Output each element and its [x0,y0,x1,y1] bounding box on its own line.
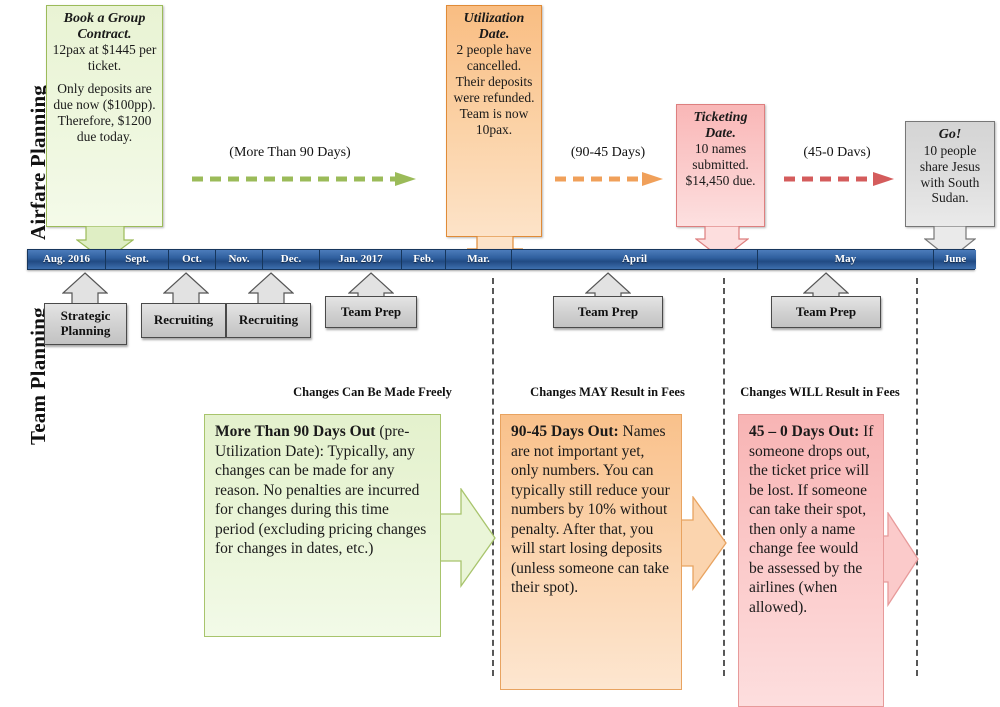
transition-label-90-45: (90-45 Days) [570,145,646,160]
separator-line-2 [723,278,725,676]
policy-box-45-0-days-out[interactable]: 45 – 0 Days Out: If someone drops out, t… [738,414,884,707]
timeline-month-label: Nov. [228,253,250,265]
timeline-month-label: Jan. 2017 [338,253,383,265]
callout-body-1: 12pax at $1445 per ticket. [52,42,157,74]
timeline-month-label: Dec. [280,253,302,265]
timeline-month-may[interactable]: May [758,250,934,269]
timeline-month-sept[interactable]: Sept. [106,250,169,269]
timeline-month-label: April [621,253,648,265]
transition-arrow-90-45-icon [555,172,663,186]
transition-arrow-45-0-icon [784,172,894,186]
timeline-month-april[interactable]: April [512,250,758,269]
timeline-month-label: Mar. [467,253,490,265]
policy-heading: 45 – 0 Days Out: [749,423,860,440]
timeline-month-jan-2017[interactable]: Jan. 2017 [320,250,402,269]
transition-arrow-more-than-90-icon [192,172,416,186]
team-box-label: Team Prep [340,303,402,319]
team-box-team-prep-1[interactable]: Team Prep [325,296,417,328]
callout-go[interactable]: Go! 10 people share Jesus with South Sud… [905,121,995,227]
timeline-month-dec[interactable]: Dec. [263,250,320,269]
policy-box-90-45-days-out[interactable]: 90-45 Days Out: Names are not important … [500,414,682,690]
timeline-month-label: Sept. [125,253,149,265]
team-box-label: Recruiting [153,312,214,328]
callout-ticketing-date[interactable]: Ticketing Date. 10 names submitted. $14,… [676,104,765,227]
policy-body: (pre-Utilization Date): Typically, any c… [215,423,427,558]
callout-body-2: Only deposits are due now ($100pp). Ther… [53,81,156,144]
team-box-recruiting-2[interactable]: Recruiting [226,303,311,338]
callout-title: Utilization Date. [463,11,525,42]
separator-line-3 [916,278,918,676]
callout-title: Ticketing Date. [693,110,748,141]
team-box-label: Strategic Planning [60,308,111,338]
policy-header-2: Changes MAY Result in Fees [530,385,685,399]
transition-label-45-0: (45-0 Davs) [803,145,871,160]
policy-heading: 90-45 Days Out: [511,423,619,440]
callout-body-1: 10 names submitted. $14,450 due. [685,141,756,189]
callout-title: Go! [938,127,962,142]
policy-body: If someone drops out, the ticket price w… [749,423,874,616]
callout-body-1: 10 people share Jesus with South Sudan. [919,142,981,206]
policy-body: Names are not important yet, only number… [511,423,670,597]
team-box-label: Team Prep [577,303,639,319]
timeline-month-mar[interactable]: Mar. [446,250,512,269]
policy-heading: More Than 90 Days Out [215,423,376,440]
timeline-month-nov[interactable]: Nov. [216,250,263,269]
callout-book-group-contract[interactable]: Book a Group Contract. 12pax at $1445 pe… [46,5,163,227]
team-box-team-prep-3[interactable]: Team Prep [771,296,881,328]
timeline-month-label: Oct. [182,253,202,265]
policy-header-3: Changes WILL Result in Fees [740,385,900,399]
callout-utilization-date[interactable]: Utilization Date. 2 people have cancelle… [446,5,542,237]
timeline-month-label: May [834,253,857,265]
team-box-recruiting-1[interactable]: Recruiting [141,303,226,338]
transition-label-more-than-90: (More Than 90 Days) [229,145,351,160]
callout-title: Book a Group Contract. [63,11,146,42]
separator-line-1 [492,278,494,676]
policy-header-1: Changes Can Be Made Freely [293,385,452,399]
timeline-month-oct[interactable]: Oct. [169,250,216,269]
timeline-month-aug-2016[interactable]: Aug. 2016 [28,250,106,269]
policy-box-more-than-90-days-out[interactable]: More Than 90 Days Out (pre-Utilization D… [204,414,441,637]
timeline-bar[interactable]: Aug. 2016 Sept. Oct. Nov. Dec. Jan. 2017 Feb. M… [27,249,976,270]
team-box-strategic-planning[interactable]: Strategic Planning [44,303,127,345]
timeline-month-june[interactable]: June [934,250,976,269]
timeline-month-label: June [943,253,967,265]
timeline-month-label: Aug. 2016 [42,253,91,265]
timeline-month-feb[interactable]: Feb. [402,250,446,269]
team-box-label: Team Prep [795,303,857,319]
team-box-team-prep-2[interactable]: Team Prep [553,296,663,328]
team-box-label: Recruiting [238,312,299,328]
timeline-month-label: Feb. [413,253,434,265]
callout-body-1: 2 people have cancelled. Their deposits … [453,42,535,137]
